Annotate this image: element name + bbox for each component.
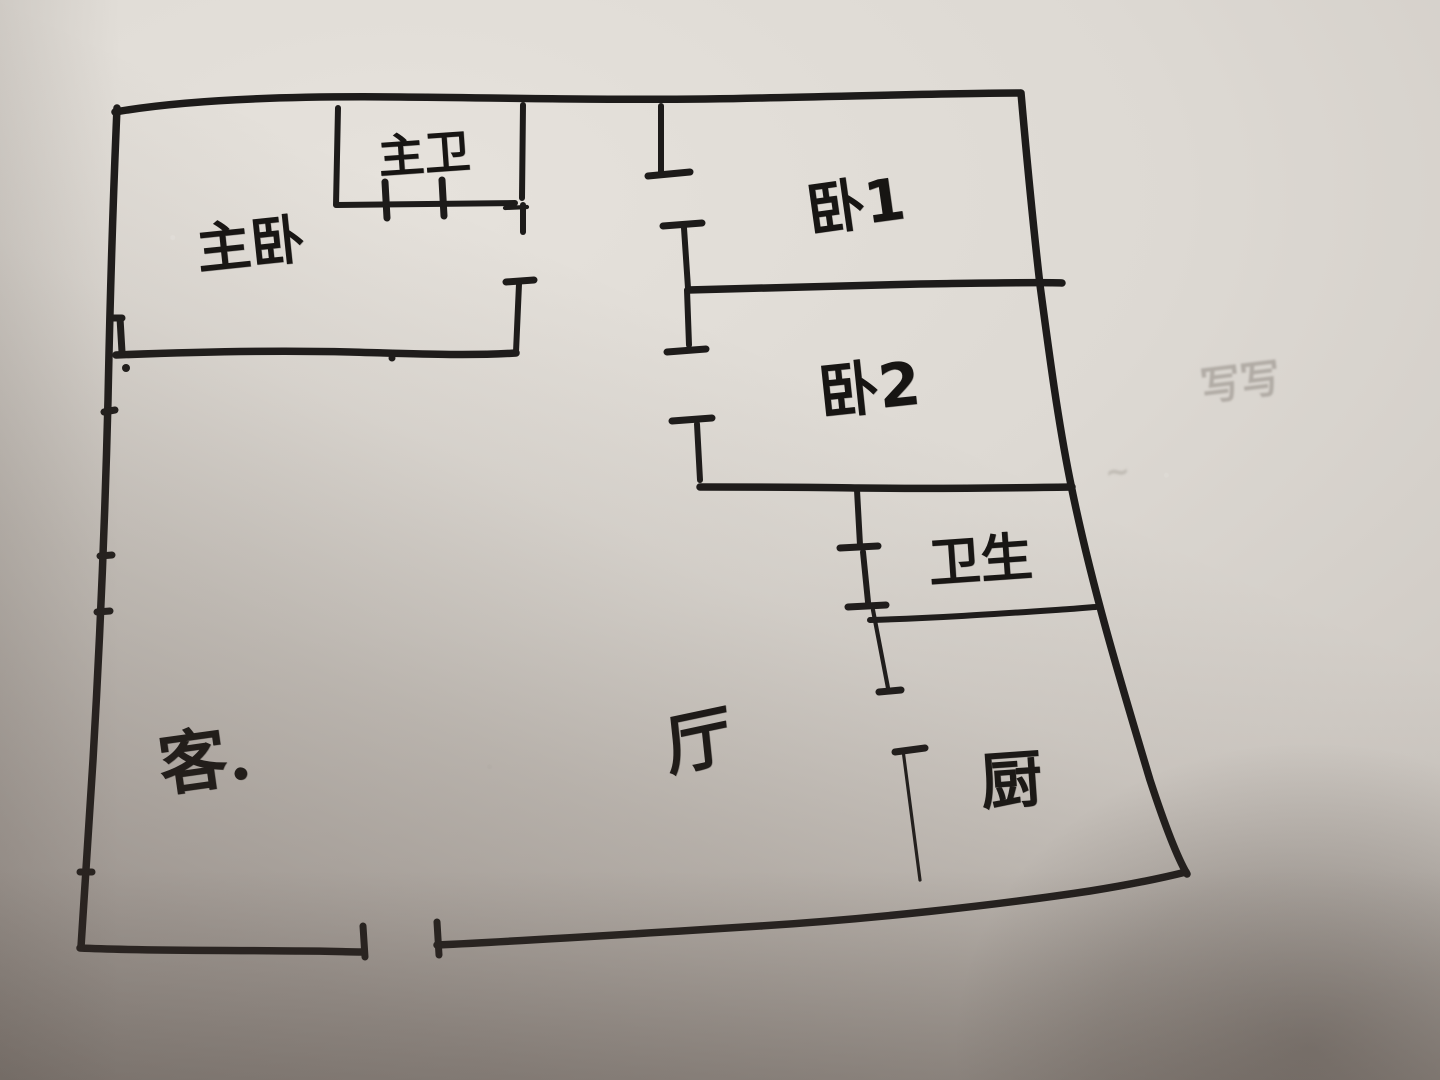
window-tick-left-4: [93, 607, 114, 616]
wall-master-bedroom-right-lower: [513, 281, 522, 355]
wall-dot-master-bottom: [388, 354, 396, 362]
wall-exterior-right: [1017, 89, 1191, 878]
wall-master-bath-bottom: [334, 200, 518, 208]
room-label-bedroom-1: 卧1: [802, 164, 910, 246]
room-label-master-bathroom: 主卫: [376, 123, 472, 185]
master-bath-door-jamb-right: [438, 176, 448, 220]
ghost-bleed-through-smear: ~: [1103, 454, 1132, 491]
window-tick-left-2: [100, 406, 119, 416]
master-bedroom-doorjamb-left: [116, 314, 126, 356]
bath-door-header-2: [844, 601, 890, 611]
wall-master-bath-right: [519, 102, 526, 201]
wall-bath-kitchen-vert-lower: [870, 607, 891, 691]
entry-door-jamb-right: [433, 918, 443, 959]
wall-bedroom2-bottom: [696, 483, 1076, 493]
room-label-living-room: 客.: [153, 714, 256, 807]
wall-bathroom-bottom: [867, 604, 1099, 623]
wall-exterior-bottom-right: [433, 868, 1190, 949]
wall-hall-vert-seg-3: [684, 287, 692, 348]
wall-bath-kitchen-vert-upper: [854, 487, 863, 548]
master-bedroom-door-header: [502, 276, 538, 286]
wall-bedroom1-bedroom2-divider: [684, 278, 1066, 294]
hall-door-header-2: [659, 219, 706, 230]
bath-door-header-1: [836, 542, 882, 552]
wall-kitchen-left: [901, 748, 922, 882]
room-label-bedroom-2: 卧2: [815, 348, 924, 430]
wall-hall-vert-seg-2: [681, 225, 691, 291]
window-tick-left-3: [96, 551, 116, 560]
room-label-dining-hall: 厅: [662, 695, 735, 787]
wall-bath-kitchen-vert-mid: [860, 549, 871, 605]
room-label-public-bathroom: 卫生: [926, 527, 1035, 595]
room-label-kitchen: 厨: [977, 741, 1045, 820]
bath-door-header-3: [875, 686, 905, 696]
hall-door-header-1: [644, 168, 694, 180]
hall-door-header-4: [668, 414, 716, 425]
room-label-master-bedroom: 主卧: [193, 207, 308, 282]
kitchen-door-header: [891, 744, 929, 756]
entry-door-jamb-left: [359, 922, 369, 961]
ghost-bleed-through-right: 写写: [1197, 355, 1283, 411]
wall-exterior-left: [77, 104, 121, 951]
wall-hall-vert-seg-4: [694, 421, 703, 483]
wall-master-bedroom-bottom: [112, 347, 520, 359]
hall-door-header-3: [663, 345, 710, 356]
wall-master-bath-left: [333, 105, 341, 208]
wall-dot-left-1: [122, 364, 130, 372]
wall-exterior-top: [111, 89, 1024, 116]
master-bath-door-jamb-left: [381, 178, 391, 222]
wall-exterior-bottom-left: [76, 944, 366, 956]
